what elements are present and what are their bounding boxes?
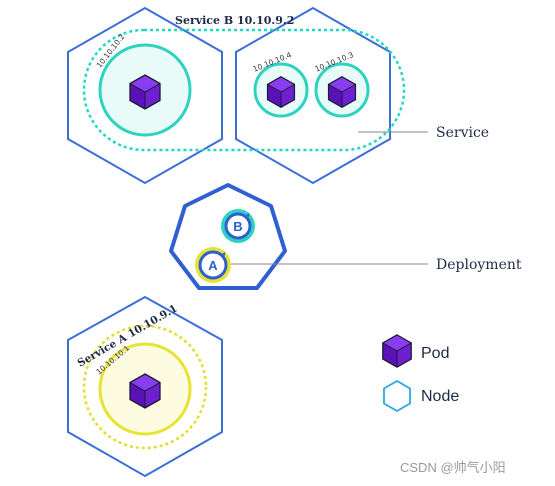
service-b-boundary <box>82 28 406 152</box>
service-b-label: Service B 10.10.9.2 <box>175 14 294 27</box>
legend-node-icon <box>383 379 411 413</box>
deployment-heptagon <box>169 183 287 290</box>
node-hexagon-right <box>235 6 391 185</box>
legend-node-label: Node <box>421 388 459 405</box>
watermark-text: CSDN @帅气小阳 <box>400 460 506 475</box>
badge-b-text: B <box>233 219 242 234</box>
badge-a-text: A <box>208 258 218 273</box>
pod-2 <box>253 62 309 118</box>
legend-pod-label: Pod <box>421 345 449 362</box>
replicaset-a-badge: A <box>195 247 231 283</box>
deployment-callout-label: Deployment <box>436 257 522 273</box>
replicaset-b-badge: B <box>221 209 255 243</box>
pod-1 <box>98 43 192 137</box>
pod-4 <box>98 342 192 436</box>
service-a-boundary <box>82 324 208 450</box>
legend-pod-icon <box>382 334 412 368</box>
legend: Pod Node <box>382 334 459 413</box>
node-hexagon-bottom <box>67 295 223 478</box>
service-callout-label: Service <box>436 125 489 141</box>
node-hexagon-left <box>67 6 223 185</box>
pod-3 <box>314 62 370 118</box>
